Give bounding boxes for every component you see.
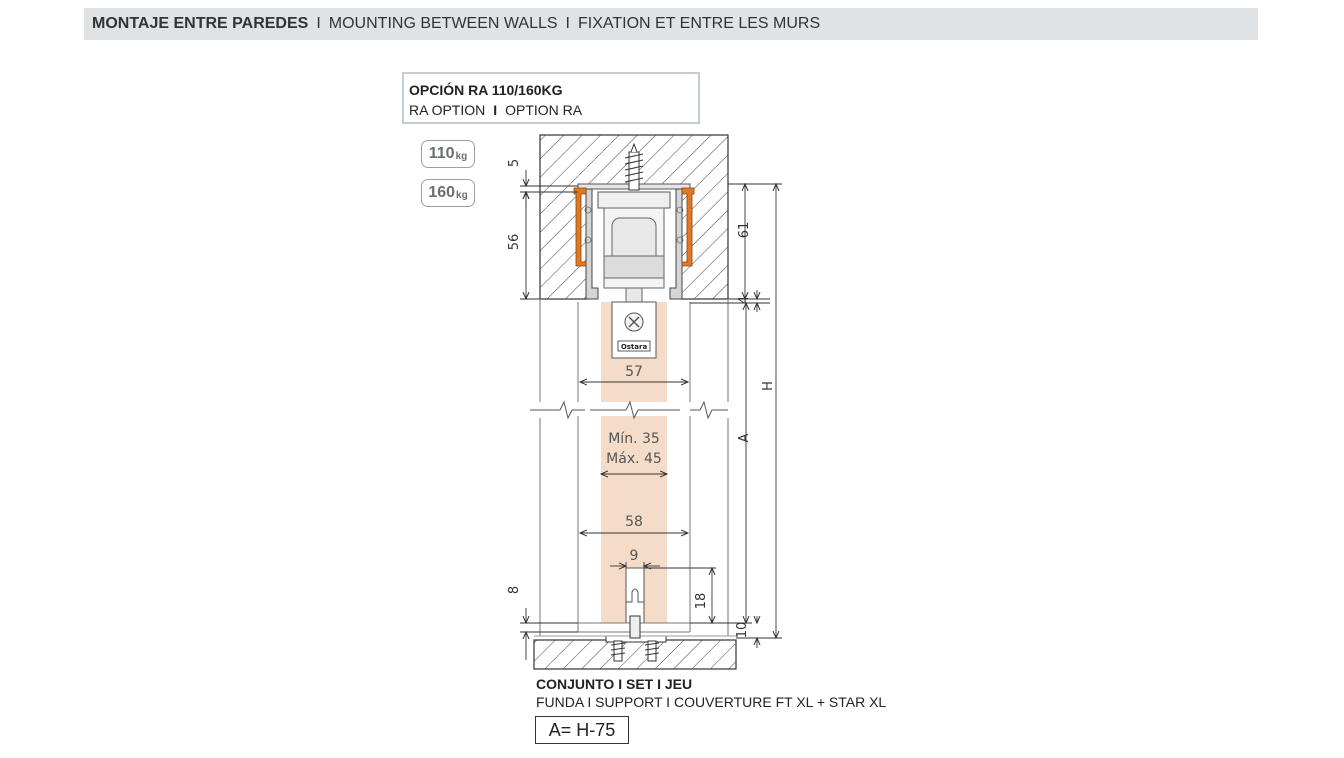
dim-a: A bbox=[737, 433, 752, 442]
dim-18: 18 bbox=[694, 593, 709, 610]
header-title-en: MOUNTING BETWEEN WALLS bbox=[328, 15, 558, 32]
break-lines bbox=[530, 400, 728, 420]
header-separator: I bbox=[316, 15, 321, 32]
option-title: OPCIÓN RA 110/160KG bbox=[409, 82, 563, 98]
dim-10: 10 bbox=[735, 622, 750, 639]
carriage-bracket: Ostara bbox=[611, 301, 657, 359]
badge-unit: kg bbox=[456, 190, 468, 201]
section-header: MONTAJE ENTRE PAREDES I MOUNTING BETWEEN… bbox=[84, 8, 1258, 40]
option-fr: OPTION RA bbox=[505, 102, 583, 118]
brand-logo: Ostara bbox=[621, 343, 648, 351]
dim-h: H bbox=[761, 381, 776, 391]
footer-subtitle: FUNDA I SUPPORT I COUVERTURE FT XL + STA… bbox=[536, 694, 887, 710]
dim-8: 8 bbox=[507, 586, 522, 594]
header-separator: I bbox=[565, 15, 570, 32]
badge-value: 110 bbox=[428, 145, 455, 162]
dim-58: 58 bbox=[625, 514, 643, 530]
footer-title: CONJUNTO I SET I JEU bbox=[536, 676, 693, 692]
dimension-lines bbox=[520, 170, 782, 660]
header-title-fr: FIXATION ET ENTRE LES MURS bbox=[578, 15, 821, 32]
dim-9: 9 bbox=[630, 548, 639, 564]
dim-max: Máx. 45 bbox=[606, 451, 662, 467]
dim-min: Mín. 35 bbox=[608, 431, 660, 447]
formula-box: A= H-75 bbox=[535, 716, 629, 744]
badge-unit: kg bbox=[455, 151, 468, 162]
header-title-es: MONTAJE ENTRE PAREDES bbox=[92, 15, 309, 32]
floor-screws bbox=[610, 615, 660, 662]
footer-caption: CONJUNTO I SET I JEU FUNDA I SUPPORT I C… bbox=[536, 675, 886, 711]
option-subtitle: RA OPTION I OPTION RA bbox=[409, 100, 693, 120]
option-separator: I bbox=[493, 102, 498, 118]
badge-value: 160 bbox=[428, 184, 456, 201]
option-en: RA OPTION bbox=[409, 102, 486, 118]
option-box: OPCIÓN RA 110/160KG RA OPTION I OPTION RA bbox=[402, 72, 700, 124]
floor-block bbox=[533, 635, 737, 670]
dim-56: 56 bbox=[507, 234, 522, 251]
door-outlines bbox=[534, 300, 736, 637]
dim-61: 61 bbox=[737, 222, 752, 239]
dim-57: 57 bbox=[625, 364, 643, 380]
dim-4: 4 bbox=[737, 296, 752, 304]
rail-assembly bbox=[573, 183, 695, 303]
dim-5: 5 bbox=[507, 159, 522, 167]
ceiling-screw bbox=[624, 142, 644, 191]
